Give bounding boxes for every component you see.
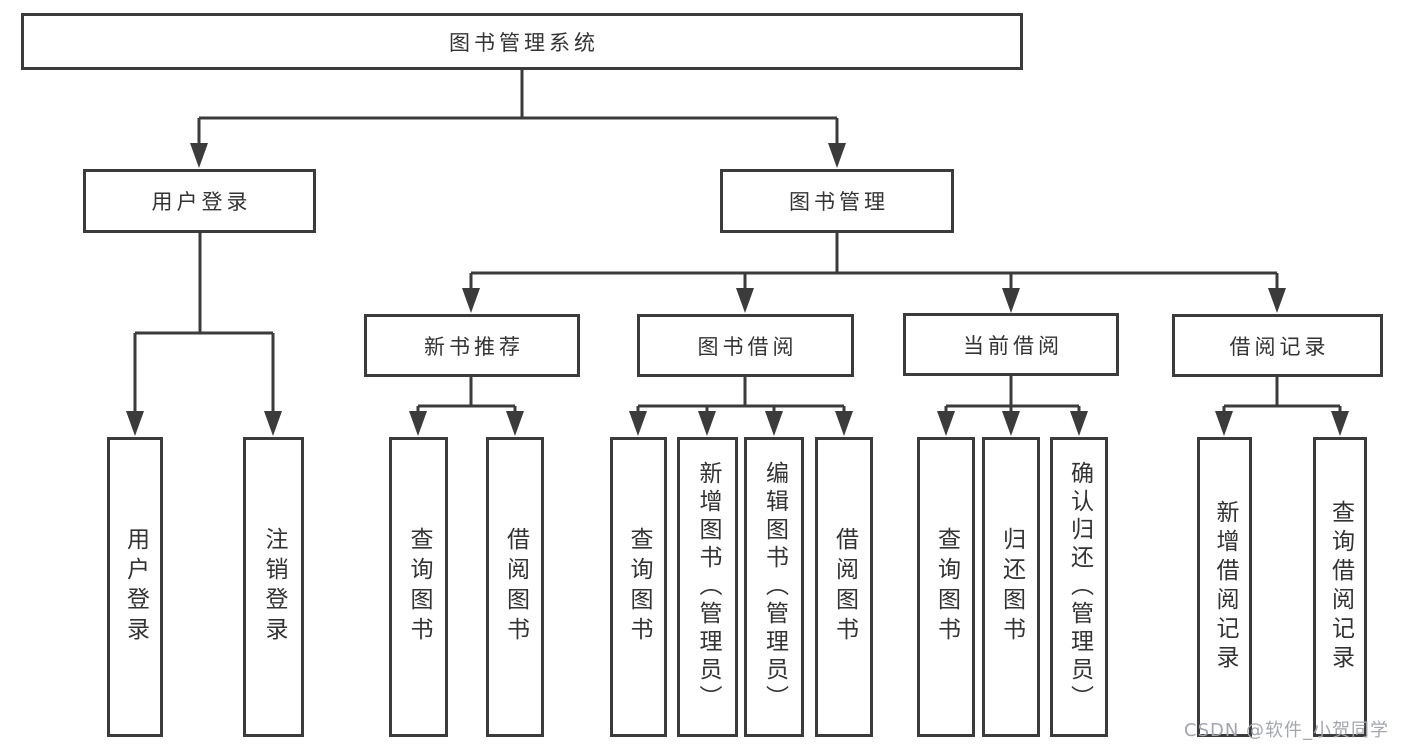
leaf-user-login: 用户登录 xyxy=(107,437,163,737)
leaf-add-borrow-record: 新增借阅记录 xyxy=(1197,437,1252,737)
leaf-query-borrow-record: 查询借阅记录 xyxy=(1313,437,1367,737)
node-book-management: 图书管理 xyxy=(720,169,954,233)
leaf-return-book: 归还图书 xyxy=(982,437,1040,737)
leaf-query-books-borrowing: 查询图书 xyxy=(610,437,667,737)
leaf-query-books-current: 查询图书 xyxy=(917,437,975,737)
leaf-confirm-return-admin: 确认归还（管理员） xyxy=(1050,437,1108,737)
leaf-logout: 注销登录 xyxy=(243,437,304,737)
node-current-borrowing: 当前借阅 xyxy=(903,313,1119,376)
leaf-add-book-admin: 新增图书（管理员） xyxy=(677,437,738,737)
leaf-borrow-books: 借阅图书 xyxy=(815,437,873,737)
node-new-book-recommend: 新书推荐 xyxy=(364,314,580,377)
node-user-login: 用户登录 xyxy=(83,169,316,233)
leaf-borrow-books-recommend: 借阅图书 xyxy=(486,437,544,737)
leaf-query-books-recommend: 查询图书 xyxy=(389,437,448,737)
watermark: CSDN @软件_小贺同学 xyxy=(1184,720,1390,741)
node-book-borrowing: 图书借阅 xyxy=(637,314,854,377)
node-borrow-records: 借阅记录 xyxy=(1172,314,1383,377)
node-root: 图书管理系统 xyxy=(21,13,1023,70)
leaf-edit-book-admin: 编辑图书（管理员） xyxy=(744,437,804,737)
